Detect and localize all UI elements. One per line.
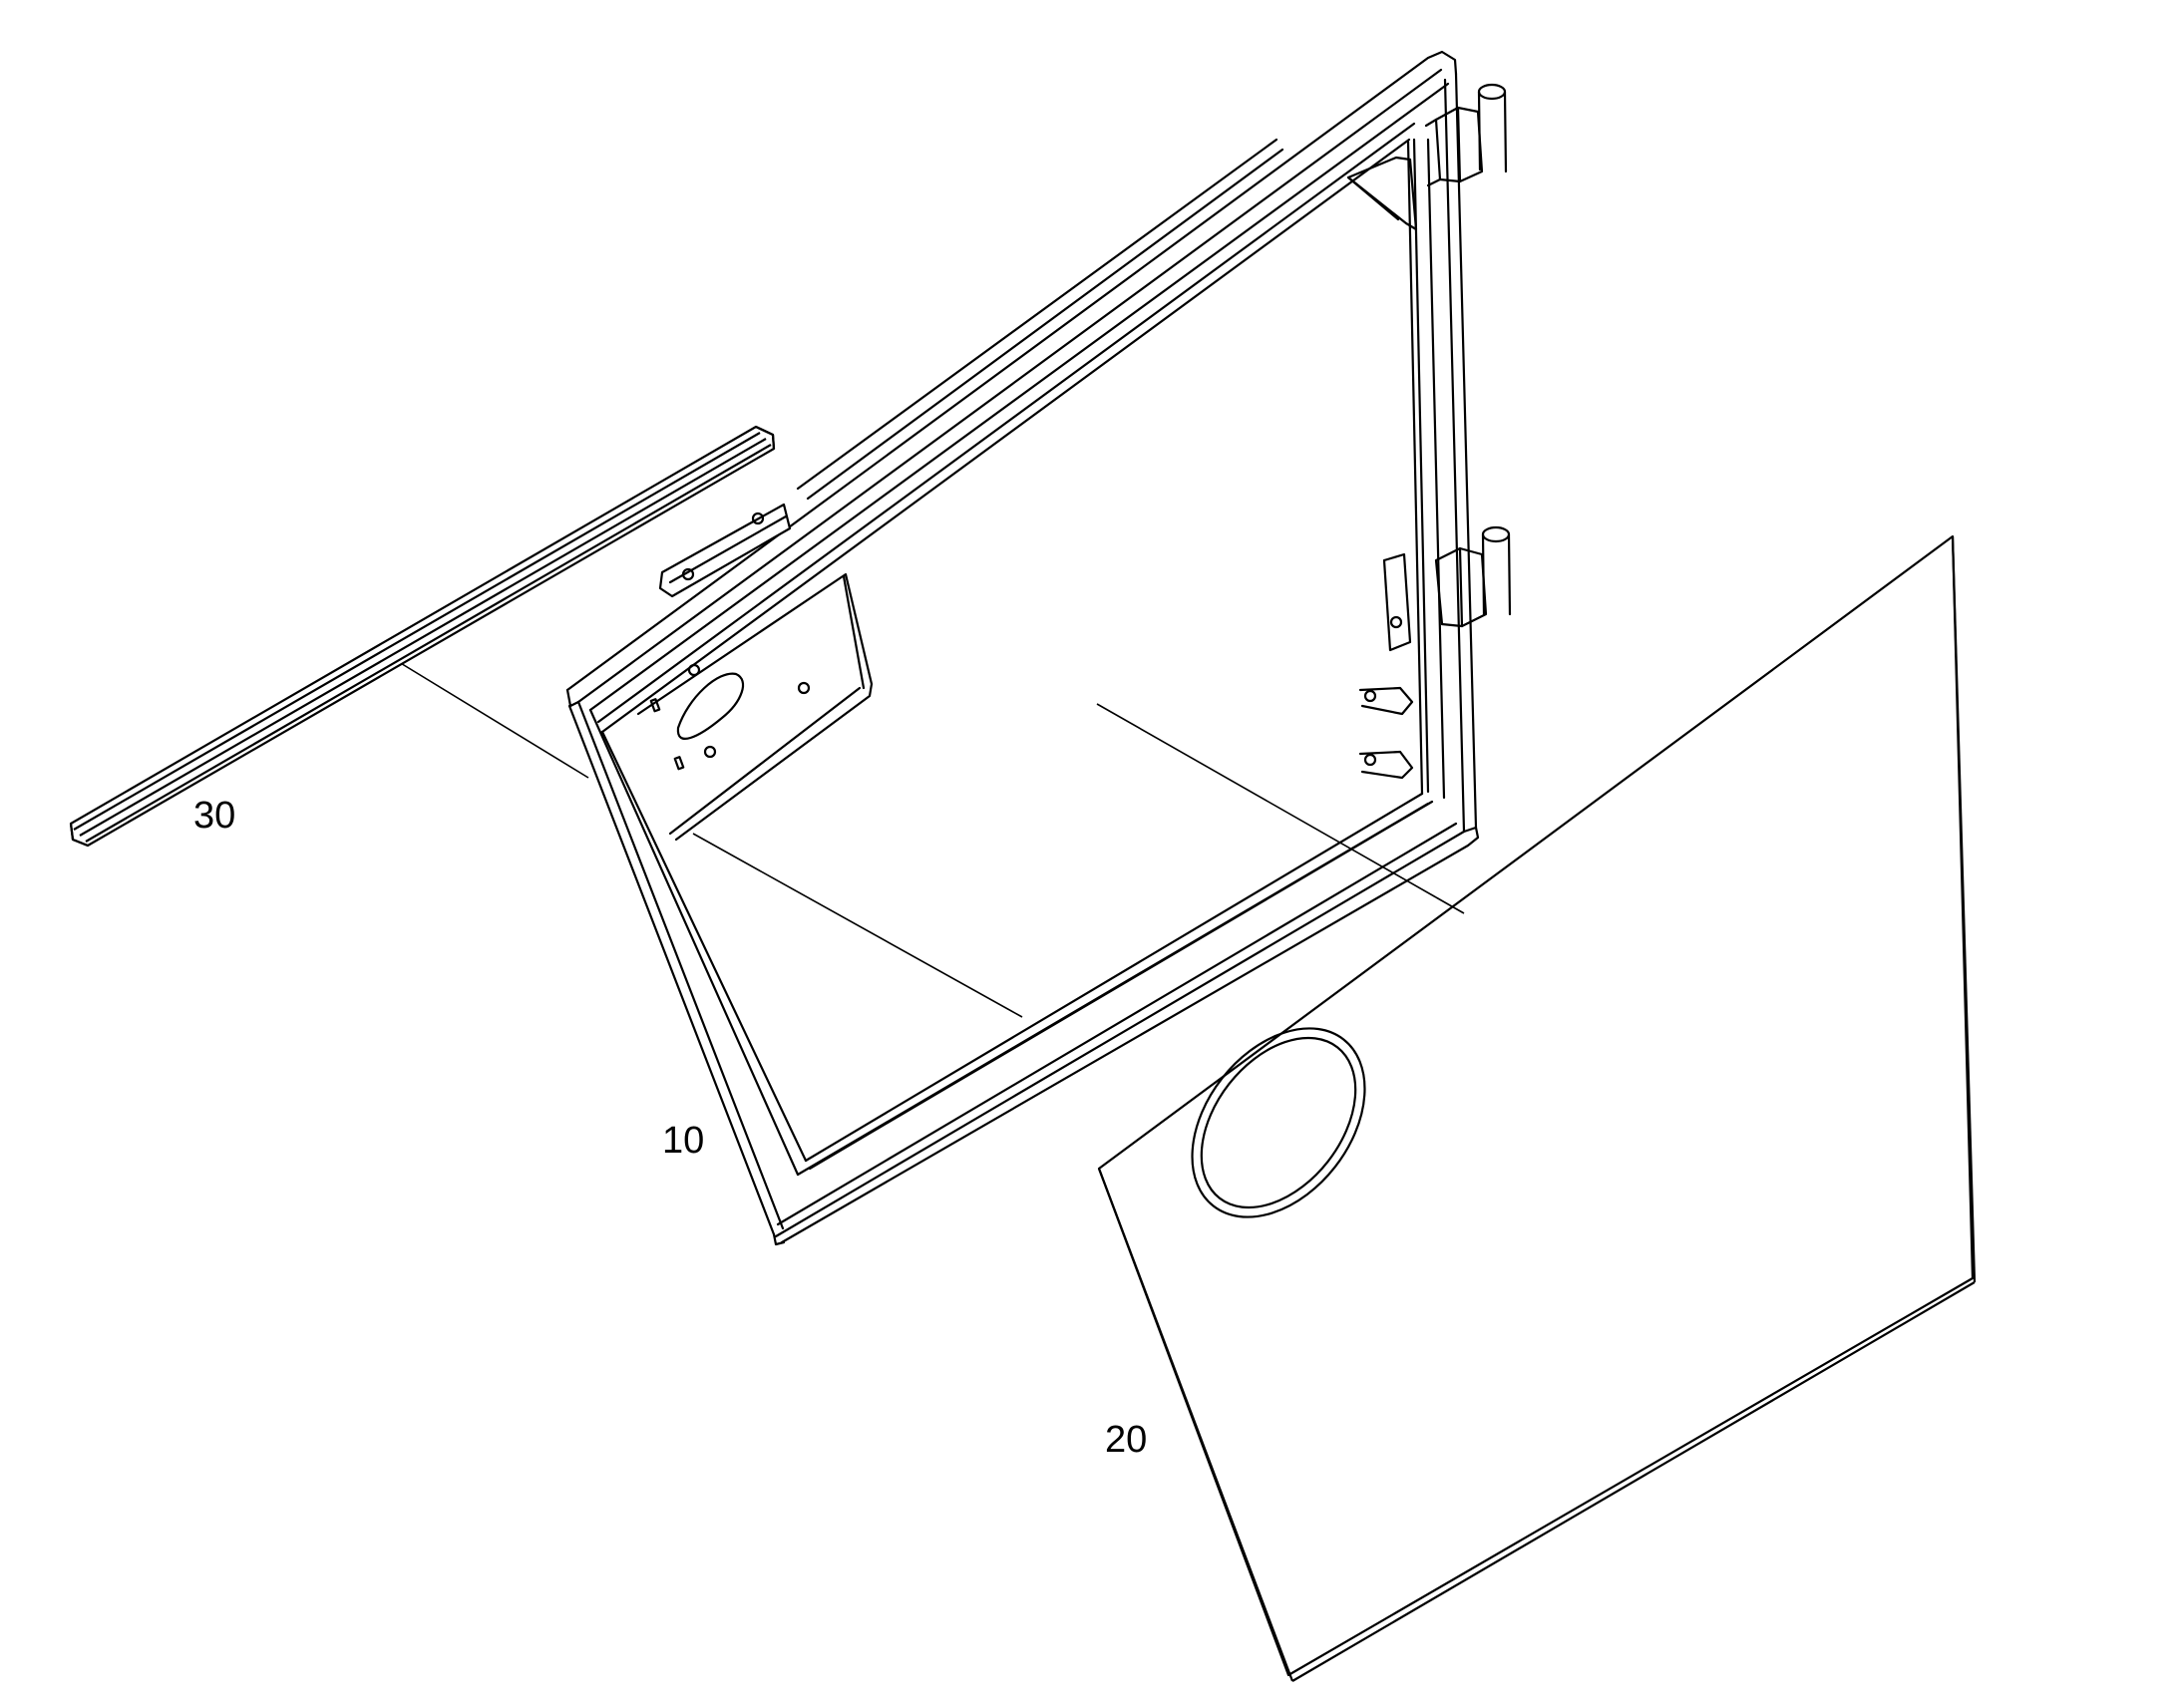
frame-top-rail-line-1 [578,70,1441,702]
callout-label-strip: 30 [193,795,235,837]
panel-cutout-inner [1170,1009,1386,1237]
sealing-strip [71,427,774,846]
frame-lock-hole-1 [687,663,701,677]
leader-line-strip [398,661,589,779]
frame-right-clip-low-hole [1363,753,1377,767]
frame-right-clip-mid [1360,688,1412,714]
frame-bottom-rail-outer [776,828,1478,1242]
frame-lock-slot [678,674,743,739]
upper-hinge-mount-2 [1428,179,1440,185]
frame-left-stile-2 [578,702,783,1228]
frame-right-stile-5 [1408,142,1422,794]
frame-lower-hinge [1436,527,1510,626]
frame-top-rail-line-2 [590,84,1448,710]
frame-latch-tab-edge [670,516,786,582]
frame-lock-slot-small-1 [651,699,659,711]
frame-right-bracket-edge [1348,177,1398,219]
panel-edge-right [1953,536,1975,1282]
frame-bottom-rail-line-4 [810,802,1432,1169]
frame-top-rail-line-4 [602,140,1409,732]
callout-label-frame: 10 [662,1120,704,1162]
frame-lock-hole-2 [703,745,717,759]
frame-lock-plate [638,574,872,840]
frame-top-rail-underside-2 [808,150,1282,499]
frame-left-stile-4 [602,732,806,1161]
frame-bottom-rail-line-1 [778,824,1456,1224]
frame-top-rail-line-3 [598,124,1414,722]
strip-edge-top [74,433,760,830]
frame-right-clip-hole [1389,615,1403,629]
leader-line-panel [1435,896,1465,914]
leader-line-frame-right [1096,703,1437,898]
frame-left-stile-3 [590,710,798,1175]
panel-edge-left [1099,1169,1292,1681]
frame-right-clip-low [1360,752,1412,778]
frame-lock-slot-small-2 [675,757,683,769]
strip-end-right [756,427,774,449]
frame-right-stile-1 [1456,74,1476,828]
frame-upper-hinge [1426,85,1506,185]
frame-right-clip-mid-hole [1363,689,1377,703]
door-panel [1099,536,1975,1681]
strip-edge-mid [80,439,766,836]
lower-hinge-leaf-edge [1460,548,1462,626]
strip-end-left [71,824,88,846]
frame-right-bracket [1348,158,1416,229]
frame-latch-hole-2 [751,512,765,525]
strip-edge-bottom [86,445,771,842]
leader-line-frame-right-tail [1435,896,1465,914]
frame-lock-hole-3 [797,681,811,695]
frame-top-rail-underside [798,140,1276,489]
frame-right-stile-3 [1428,140,1444,798]
frame-right-stile-2 [1445,80,1464,832]
frame-lock-plate-edge [670,688,860,834]
upper-hinge-pin-right [1505,92,1506,171]
frame-bottom-rail-line-3 [806,794,1422,1161]
upper-hinge-mount [1426,120,1436,126]
frame-left-bottom-corner [774,1234,784,1244]
leader-lines [398,661,1437,1018]
lower-hinge-pin-right [1509,534,1510,614]
frame-right-stile-4 [1414,140,1428,792]
leader-line-frame-left [692,833,1023,1018]
frame-latch-hole-1 [681,567,695,581]
panel-edge-bottom [1292,1282,1975,1681]
upper-hinge-leaf-edge [1458,108,1460,181]
panel-cutout-outer [1157,995,1400,1250]
door-frame [567,52,1510,1244]
frame-lock-plate-inner [844,576,864,688]
frame-left-stile-1 [569,706,774,1234]
frame-top-rail-outer [567,52,1456,690]
frame-right-clip-upper [1384,554,1410,650]
callout-label-panel: 20 [1105,1419,1147,1461]
